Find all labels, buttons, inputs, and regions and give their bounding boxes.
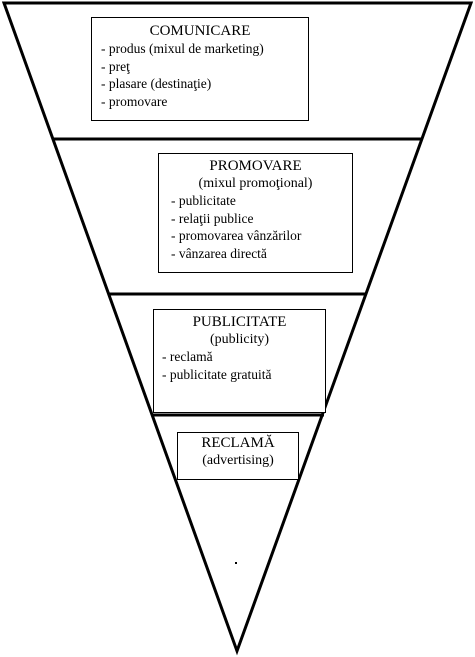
stray-dot — [235, 562, 237, 564]
level-title: COMUNICARE — [149, 23, 251, 39]
level-item: - promovarea vânzărilor — [171, 228, 302, 243]
level-box-promovare: PROMOVARE (mixul promoţional) - publicit… — [158, 153, 353, 273]
level-title: RECLAMĂ — [201, 435, 275, 451]
level-item: - promovare — [101, 93, 168, 109]
level-item: - publicitate gratuită — [162, 366, 272, 382]
level-item-list: - produs (mixul de marketing) - preţ - p… — [101, 40, 308, 110]
level-box-comunicare: COMUNICARE - produs (mixul de marketing)… — [91, 17, 309, 121]
level-box-publicitate: PUBLICITATE (publicity) - reclamă - publ… — [153, 309, 326, 413]
level-item: - plasare (destinaţie) — [101, 76, 212, 91]
level-item: - reclamă — [162, 349, 213, 364]
level-subtitle: (publicity) — [209, 332, 270, 347]
level-item-list: - publicitate - relaţii publice - promov… — [171, 192, 352, 262]
level-item: - preţ — [101, 58, 130, 74]
level-item: - relaţii publice — [171, 210, 254, 226]
level-subtitle: (mixul promoţional) — [198, 176, 313, 191]
level-item-list: - reclamă - publicitate gratuită — [162, 348, 325, 383]
level-title: PUBLICITATE — [192, 314, 287, 330]
level-item: - publicitate — [171, 193, 236, 208]
level-title: PROMOVARE — [209, 158, 302, 174]
level-item: - produs (mixul de marketing) — [101, 41, 264, 56]
level-item: - vânzarea directă — [171, 245, 267, 261]
level-box-reclama: RECLAMĂ (advertising) — [177, 432, 299, 480]
level-subtitle: (advertising) — [202, 453, 274, 468]
